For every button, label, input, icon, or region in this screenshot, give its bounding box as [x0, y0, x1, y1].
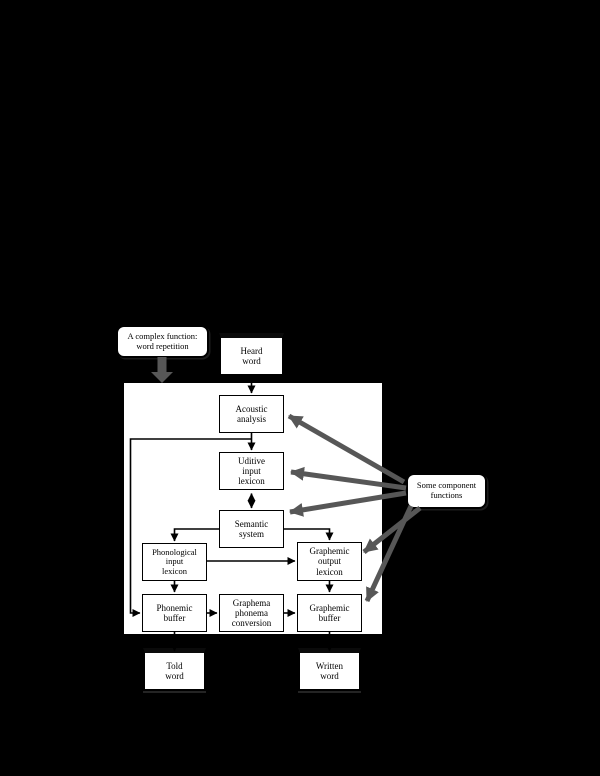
node-told-word: Told word [143, 648, 206, 691]
node-auditory-input-lexicon: Uditive input lexicon [219, 452, 284, 490]
node-phonemic-buffer: Phonemic buffer [142, 594, 207, 632]
node-heard-word-label: Heard word [240, 345, 263, 366]
node-graphema-phonema-conversion: Graphema phonema conversion [219, 594, 284, 632]
node-heard-word: Heard word [219, 333, 284, 376]
node-semantic-system-label: Semantic system [234, 518, 269, 539]
node-graphema-phonema-conversion-label: Graphema phonema conversion [231, 597, 272, 629]
callout-component-functions-label: Some component functions [416, 480, 477, 500]
node-semantic-system: Semantic system [219, 510, 284, 548]
node-graphemic-output-lexicon: Graphemic output lexicon [297, 542, 362, 581]
node-acoustic-analysis-label: Acoustic analysis [235, 403, 268, 424]
node-told-word-label: Told word [165, 660, 184, 681]
callout-complex-function-label: A complex function: word repetition [127, 330, 198, 351]
node-graphemic-buffer: Graphemic buffer [297, 594, 362, 632]
node-phonemic-buffer-label: Phonemic buffer [156, 602, 193, 623]
node-graphemic-output-lexicon-label: Graphemic output lexicon [309, 546, 350, 577]
node-written-word: Written word [298, 648, 361, 691]
node-acoustic-analysis: Acoustic analysis [219, 395, 284, 433]
node-phonological-input-lexicon-label: Phonological input lexicon [152, 546, 197, 576]
callout-component-functions: Some component functions [406, 473, 487, 509]
node-written-word-label: Written word [315, 660, 344, 681]
node-phonological-input-lexicon: Phonological input lexicon [142, 543, 207, 581]
node-auditory-input-lexicon-label: Uditive input lexicon [238, 455, 265, 487]
node-graphemic-buffer-label: Graphemic buffer [309, 602, 350, 623]
callout-complex-function: A complex function: word repetition [116, 325, 209, 358]
